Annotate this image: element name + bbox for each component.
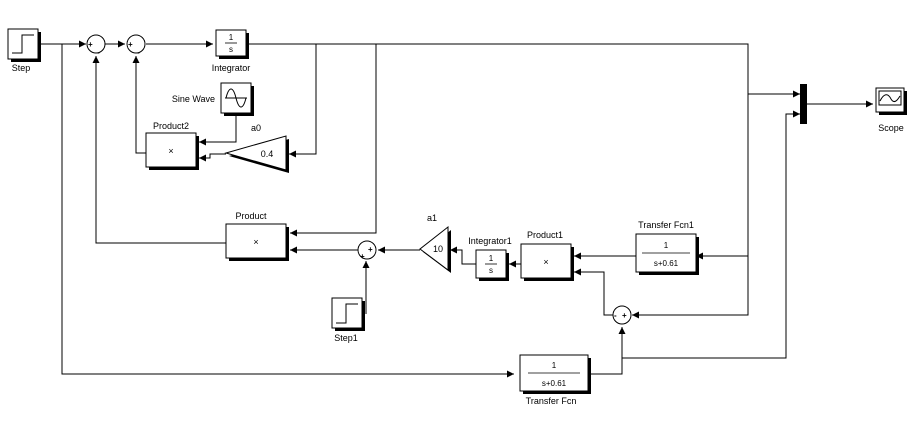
integrator-block[interactable]: 1 s Integrator [212,29,251,73]
a1-gain-block[interactable]: 10 a1 [419,213,451,273]
a0-gain-block[interactable]: 0.4 a0 [224,123,289,173]
a1-value: 10 [433,244,443,254]
line-sum4-product1 [574,268,613,316]
sum4-block[interactable]: - + [612,305,632,325]
mux-block[interactable] [800,84,807,124]
product1-block[interactable]: × Product1 [520,230,574,281]
integrator1-block[interactable]: 1 s Integrator1 [468,236,512,281]
sum4-sign-minus: - [614,311,617,320]
signal-lines [40,40,873,378]
product-block[interactable]: × Product [225,211,289,261]
sine-wave-block[interactable]: Sine Wave [172,82,254,116]
line-x-tf1 [696,94,749,260]
sum3-sign-plus-bottom: + [360,252,365,261]
line-tf-sum4 [590,327,626,375]
product2-label: Product2 [153,121,189,131]
line-product2-sum2 [132,56,147,154]
sum3-block[interactable]: + + [357,240,377,261]
a0-label: a0 [251,123,261,133]
line-x-product [290,44,377,237]
line-product-sum1 [92,56,226,244]
sine-wave-label: Sine Wave [172,94,215,104]
tf-label: Transfer Fcn [526,396,577,406]
sum2-block[interactable]: + - [126,34,146,57]
product1-label: Product1 [527,230,563,240]
step1-block[interactable]: Step1 [331,297,365,343]
sum2-sign-minus: - [137,48,140,57]
a1-label: a1 [427,213,437,223]
tf-den: s+0.61 [542,379,567,388]
step1-label: Step1 [334,333,358,343]
product-symbol: × [253,237,258,247]
sum4-sign-plus: + [622,311,627,320]
line-step-tf [61,44,514,378]
product1-symbol: × [543,257,548,267]
sum1-sign-minus: - [97,48,100,57]
integrator1-label: Integrator1 [468,236,512,246]
integrator-label: Integrator [212,63,251,73]
sum2-sign-plus: + [128,40,133,49]
product-label: Product [235,211,267,221]
integrator1-den: s [489,266,493,275]
line-sine-product2 [199,116,237,146]
line-integrator-mux [247,43,800,98]
transfer-fcn-block[interactable]: 1 s+0.61 Transfer Fcn [519,354,591,406]
line-tf-mux [622,110,800,359]
a0-value: 0.4 [261,149,274,159]
tf-num: 1 [552,361,557,370]
step-block[interactable]: Step [7,28,41,73]
sum1-sign-plus: + [88,40,93,49]
line-x-sum4 [632,256,749,319]
product2-block[interactable]: × Product2 [145,121,199,170]
tf1-num: 1 [664,241,669,250]
tf1-label: Transfer Fcn1 [638,220,694,230]
sum1-block[interactable]: + - [86,34,106,57]
tf1-den: s+0.61 [654,259,679,268]
product2-symbol: × [168,146,173,156]
line-integrator1-a1 [450,246,476,265]
step-label: Step [12,63,31,73]
sum3-sign-plus-right: + [368,245,373,254]
scope-label: Scope [878,123,904,133]
integrator1-num: 1 [489,254,494,263]
integrator-num: 1 [229,33,234,42]
transfer-fcn1-block[interactable]: 1 s+0.61 Transfer Fcn1 [635,220,699,275]
scope-block[interactable]: Scope [875,87,907,133]
integrator-den: s [229,45,233,54]
line-x-a0 [289,44,317,158]
line-a0-product2 [199,153,226,162]
